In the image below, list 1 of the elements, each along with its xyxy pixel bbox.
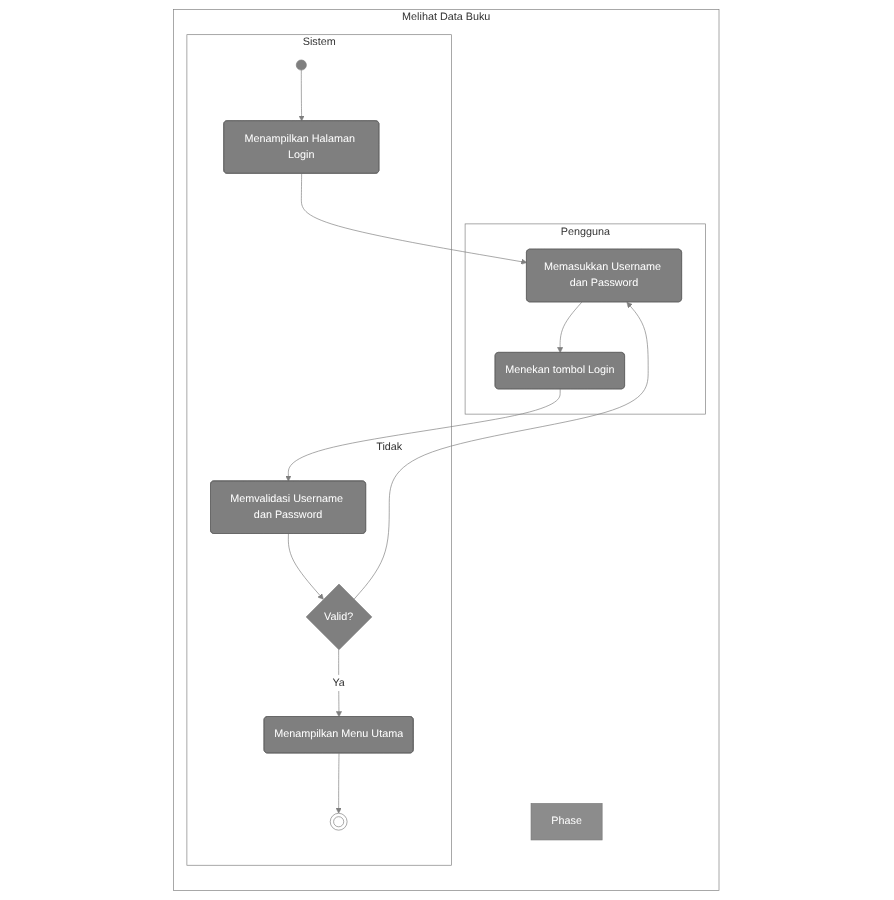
- node-circle: [296, 59, 308, 71]
